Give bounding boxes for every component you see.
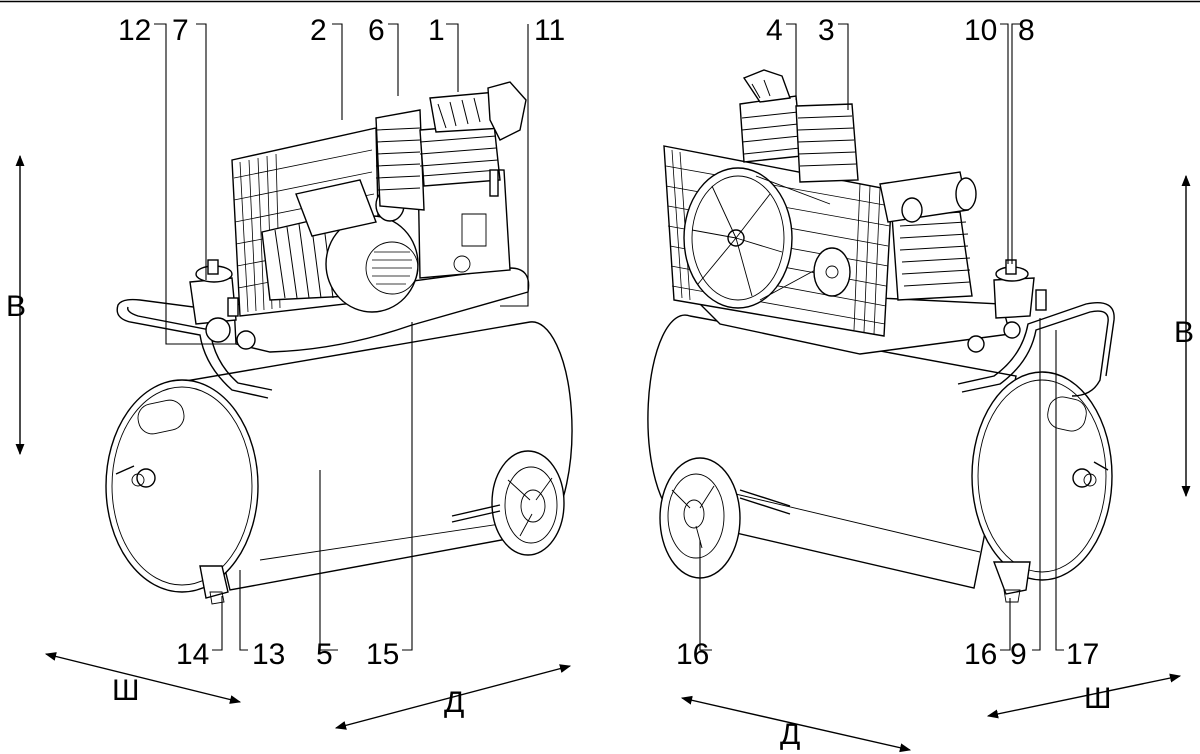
- left-pressure-switch: [189, 259, 256, 350]
- right-width-arrow: [986, 673, 1182, 719]
- left-leader-lines: [154, 23, 529, 651]
- left-electric-motor: [261, 179, 419, 313]
- callout-14: 14: [176, 638, 209, 671]
- right-compressor-view: [647, 23, 1115, 651]
- callout-labels: 12 7 2 6 1 11 14 13 5 15 4 3 10 8 16 16 …: [118, 14, 1099, 671]
- callout-16b: 16: [964, 638, 997, 671]
- right-pressure-switch: [967, 259, 1047, 353]
- left-wheel: [451, 450, 565, 556]
- right-handle: [957, 302, 1115, 397]
- left-compressor-view: [105, 23, 573, 651]
- callout-17: 17: [1066, 638, 1099, 671]
- callout-8: 8: [1018, 14, 1035, 47]
- callout-5: 5: [316, 638, 333, 671]
- height-label-left: В: [6, 290, 26, 323]
- length-label-right: Д: [780, 718, 800, 751]
- callout-11: 11: [534, 14, 565, 47]
- left-front-foot: [199, 565, 229, 605]
- callout-10: 10: [964, 14, 997, 47]
- length-label-left: Д: [444, 686, 464, 719]
- right-leader-lines: [699, 23, 1064, 651]
- left-receiver-tank: [105, 321, 573, 593]
- left-length-arrow: [334, 664, 572, 730]
- callout-3: 3: [818, 14, 835, 47]
- callout-7: 7: [172, 14, 189, 47]
- dimension-labels: В В Ш Ш Д Д: [6, 290, 1194, 751]
- callout-12: 12: [118, 14, 151, 47]
- right-electric-motor: [879, 171, 977, 301]
- left-width-arrow: [44, 652, 242, 704]
- width-label-right: Ш: [1084, 682, 1112, 715]
- callout-2: 2: [310, 14, 327, 47]
- callout-13: 13: [252, 638, 285, 671]
- callout-6: 6: [368, 14, 385, 47]
- height-label-right: В: [1174, 316, 1194, 349]
- dimension-arrows: [15, 154, 1191, 753]
- left-compressor-pump: [375, 81, 527, 279]
- right-compressor-pump: [739, 69, 859, 183]
- callout-1: 1: [428, 14, 445, 47]
- right-belt-guard: [663, 145, 893, 337]
- callout-16a: 16: [676, 638, 709, 671]
- callout-15: 15: [366, 638, 399, 671]
- width-label-left: Ш: [112, 674, 140, 707]
- right-front-foot: [992, 561, 1031, 603]
- callout-9: 9: [1010, 638, 1027, 671]
- right-length-arrow: [680, 695, 912, 753]
- callout-4: 4: [766, 14, 783, 47]
